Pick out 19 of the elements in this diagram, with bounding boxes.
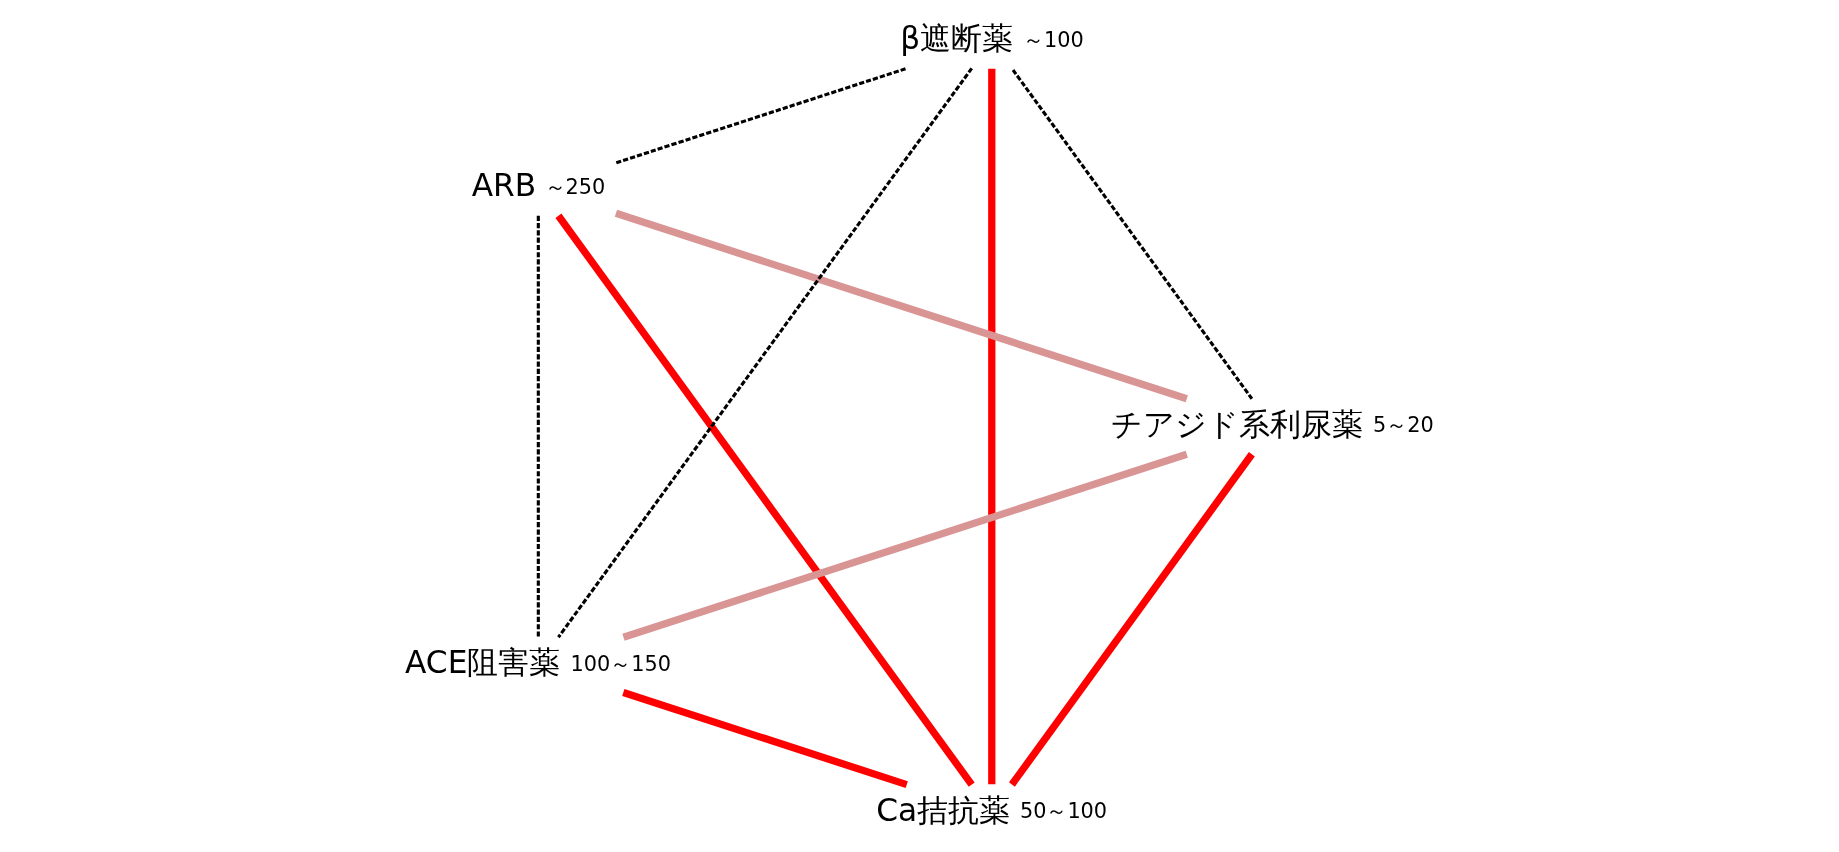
connector [555, 213, 975, 787]
connector [557, 66, 973, 638]
connector [622, 450, 1188, 641]
connector [536, 215, 540, 637]
node-label: ～100 [1023, 26, 1084, 51]
connector [615, 66, 908, 164]
node-label: 100～150 [570, 651, 672, 676]
connector [614, 209, 1188, 402]
connector [622, 688, 908, 788]
node-text: チアジド系利尿薬 [1110, 405, 1363, 442]
node-label: ～250 [544, 174, 606, 199]
node-text: β遮断薬 [900, 19, 1014, 56]
node-text: ACE阻害薬 [405, 643, 561, 680]
node-label: 5～20 [1373, 412, 1434, 437]
node-text: ARB [471, 166, 537, 203]
node-text: Ca拮抗薬 [876, 791, 1011, 828]
node-label: 50～100 [1019, 798, 1108, 823]
connector [1009, 451, 1255, 787]
connector [1010, 67, 1254, 400]
